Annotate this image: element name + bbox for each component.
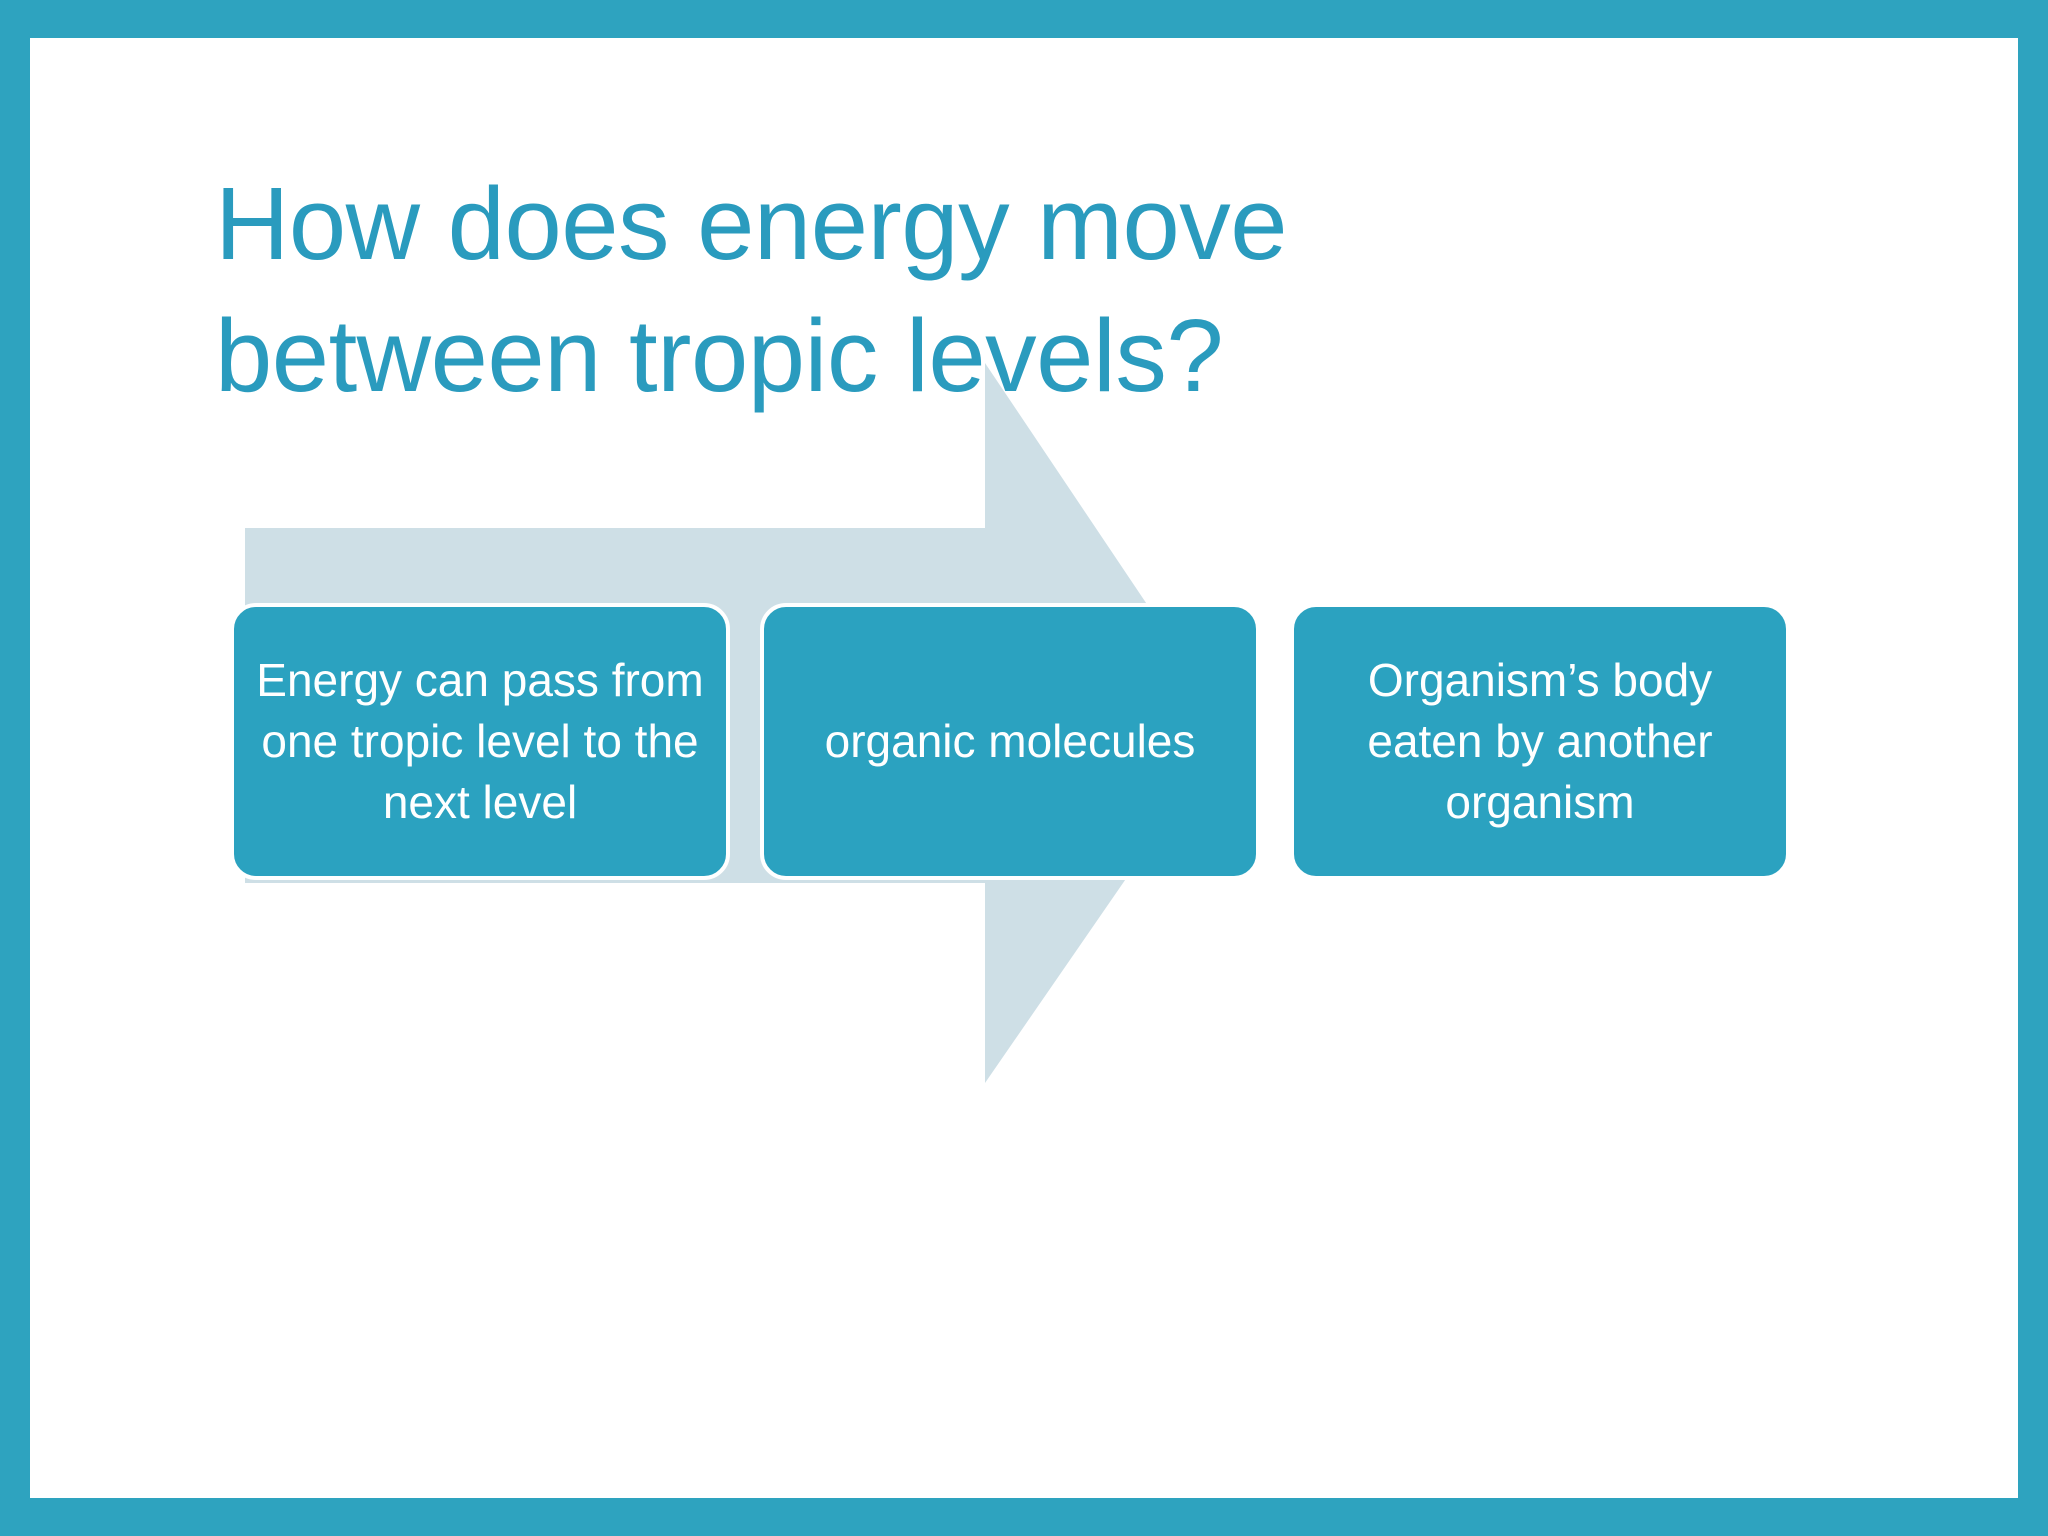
process-box-1-label: Energy can pass from one tropic level to… [256,653,704,829]
process-box-3-label: Organism’s body eaten by another organis… [1367,653,1713,829]
slide-canvas: How does energy move between tropic leve… [30,38,2018,1498]
process-box-2[interactable]: organic molecules [760,603,1260,880]
process-box-3[interactable]: Organism’s body eaten by another organis… [1290,603,1790,880]
process-box-2-label: organic molecules [824,714,1196,767]
process-box-row: Energy can pass from one tropic level to… [230,603,1790,880]
page-title: How does energy move between tropic leve… [215,166,1288,413]
process-box-1[interactable]: Energy can pass from one tropic level to… [230,603,730,880]
